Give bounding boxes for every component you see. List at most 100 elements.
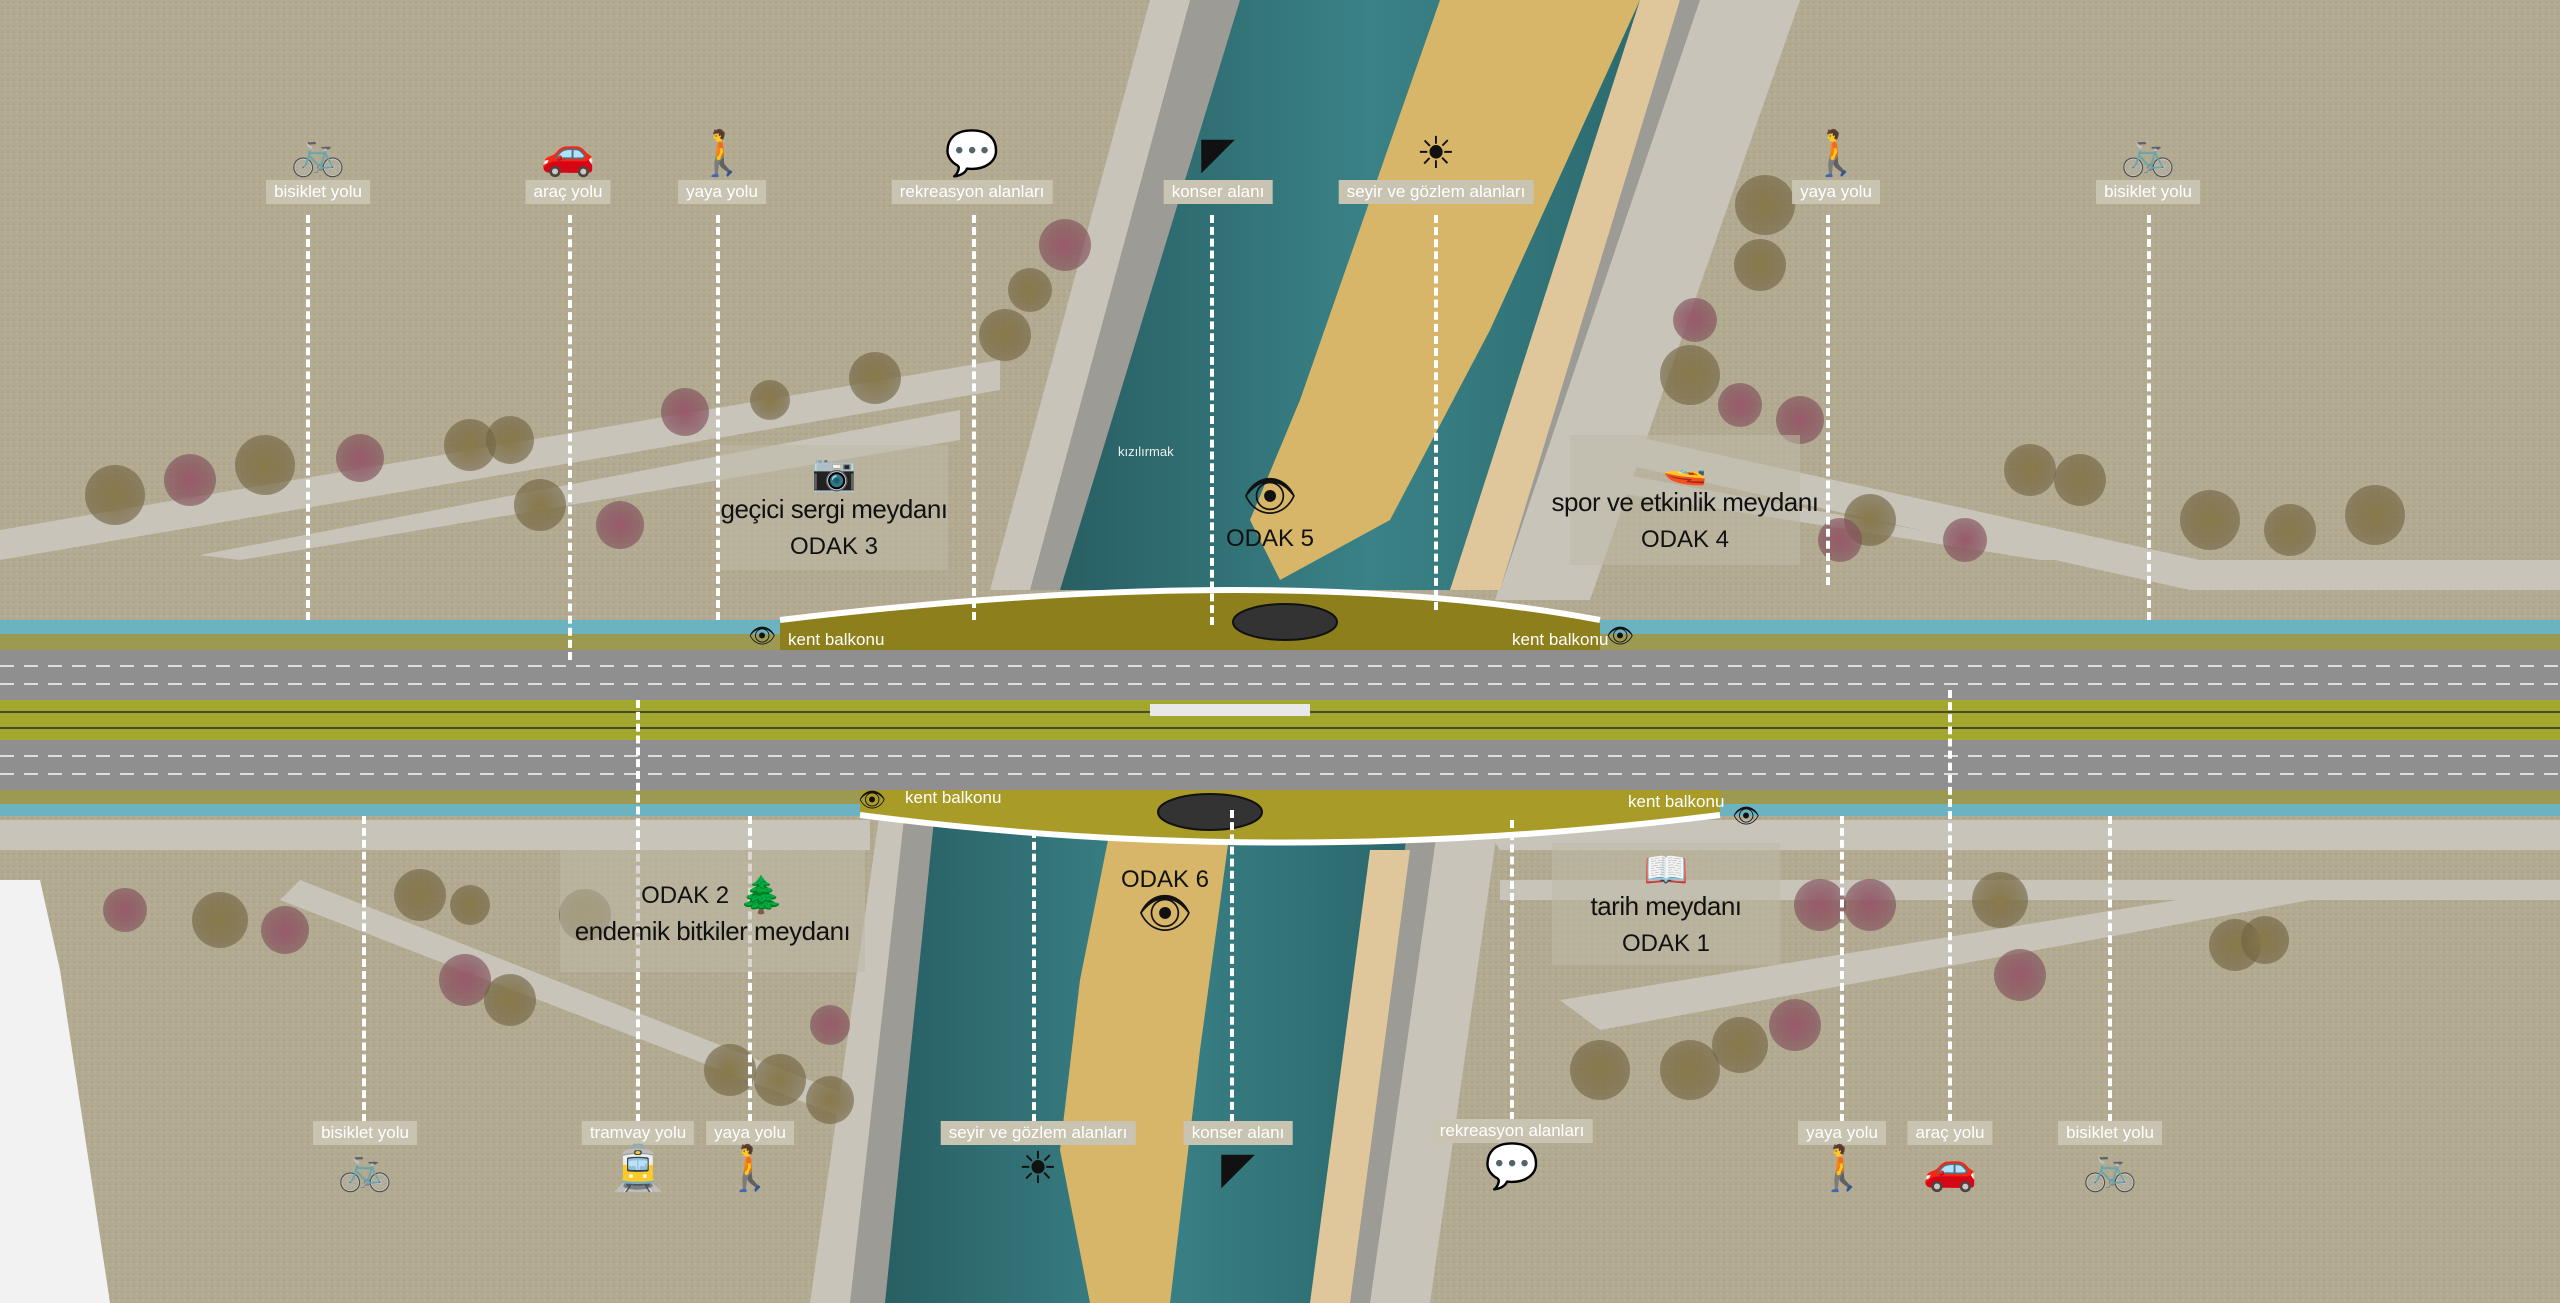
annotation-viewing-north: ☀ seyir ve gözlem alanları — [1338, 128, 1534, 204]
annotation-label: araç yolu — [1907, 1121, 1993, 1145]
annotation-bicycle-path-north-west: 🚲 bisiklet yolu — [266, 130, 370, 204]
balcony-label: kent balkonu — [1628, 792, 1725, 811]
focus-name: ODAK 6 — [1120, 866, 1210, 893]
speech-bubble-icon: 💬 — [944, 128, 1000, 179]
focus-name: ODAK 2 — [641, 881, 730, 909]
leader-line — [2108, 816, 2112, 1122]
bicycle-icon: 🚲 — [290, 128, 346, 179]
balcony-label: kent balkonu — [905, 788, 1002, 807]
annotation-pedestrian-path-south-east: yaya yolu 🚶 — [1798, 1121, 1886, 1195]
focus-area-odak-6: ODAK 6 👁 — [1110, 850, 1220, 950]
tree-icon: 🌲 — [739, 874, 784, 916]
focus-name: ODAK 3 — [789, 533, 879, 560]
camera-icon: 📷 — [811, 453, 857, 494]
balcony-oculus-south — [1157, 793, 1263, 831]
focus-area-odak-1: 📖 tarih meydanı ODAK 1 — [1552, 843, 1780, 965]
sun-icon: ☀ — [1416, 128, 1456, 179]
balcony-label: kent balkonu — [788, 630, 885, 649]
focus-title: endemik bitkiler meydanı — [574, 915, 851, 946]
sun-icon: ☀ — [1018, 1143, 1058, 1194]
focus-name: ODAK 4 — [1640, 525, 1730, 553]
focus-name: ODAK 5 — [1225, 525, 1315, 552]
balcony-north — [780, 590, 1600, 650]
focus-name: ODAK 1 — [1621, 929, 1711, 957]
annotation-label: bisiklet yolu — [266, 180, 370, 204]
focus-area-odak-2: ODAK 2 🌲 endemik bitkiler meydanı — [560, 850, 865, 972]
bicycle-icon: 🚲 — [2120, 128, 2176, 179]
balcony-south — [860, 790, 1720, 843]
leader-line — [362, 816, 366, 1122]
annotation-label: yaya yolu — [706, 1121, 794, 1145]
annotation-label: bisiklet yolu — [313, 1121, 417, 1145]
leader-line — [1510, 820, 1514, 1120]
tram-vehicle — [1150, 704, 1310, 716]
annotation-label: bisiklet yolu — [2058, 1121, 2162, 1145]
annotation-car-path-north: 🚗 araç yolu — [525, 128, 611, 204]
river-label: kızılırmak — [1118, 444, 1174, 459]
annotation-concert-south: konser alanı ◤ — [1183, 1121, 1293, 1195]
annotation-tram-path: tramvay yolu 🚊 — [581, 1121, 695, 1195]
leader-line — [1840, 816, 1844, 1122]
annotation-viewing-south: seyir ve gözlem alanları ☀ — [940, 1121, 1136, 1195]
annotation-label: araç yolu — [525, 180, 611, 204]
annotation-label: yaya yolu — [1798, 1121, 1886, 1145]
annotation-label: bisiklet yolu — [2096, 180, 2200, 204]
leader-line — [972, 215, 976, 620]
annotation-bicycle-path-north-east: 🚲 bisiklet yolu — [2096, 130, 2200, 204]
leader-line — [1032, 830, 1036, 1122]
speech-bubble-icon: 💬 — [1484, 1141, 1540, 1192]
leader-line — [2147, 215, 2151, 620]
leader-line — [716, 215, 720, 620]
focus-area-odak-5: 👁 ODAK 5 — [1215, 460, 1325, 570]
annotation-pedestrian-path-south-west: yaya yolu 🚶 — [706, 1121, 794, 1195]
eye-icon: 👁 — [1732, 804, 1760, 829]
blank-area — [0, 880, 110, 1303]
annotation-concert-north: ◤ konser alanı — [1163, 128, 1273, 204]
concert-seats-icon: ◤ — [1201, 128, 1235, 179]
focus-title: spor ve etkinlik meydanı — [1551, 486, 1819, 517]
eye-icon: 👁 — [1242, 471, 1298, 522]
annotation-label: tramvay yolu — [581, 1121, 695, 1145]
annotation-label: konser alanı — [1163, 180, 1273, 204]
balcony-label: kent balkonu — [1512, 630, 1609, 649]
car-icon: 🚗 — [540, 128, 596, 179]
annotation-label: rekreasyon alanları — [1431, 1119, 1593, 1143]
annotation-bicycle-path-south-west: bisiklet yolu 🚲 — [313, 1121, 417, 1195]
jet-ski-icon: 🚤 — [1662, 445, 1708, 487]
leader-line — [568, 215, 572, 660]
focus-area-odak-4: 🚤 spor ve etkinlik meydanı ODAK 4 — [1552, 435, 1819, 565]
pedestrian-icon: 🚶 — [1814, 1143, 1870, 1194]
sandbar-north — [1250, 0, 1640, 580]
leader-line — [1434, 215, 1438, 610]
leader-line — [306, 215, 310, 620]
tram-icon: 🚊 — [610, 1143, 666, 1194]
road-north — [0, 650, 2560, 700]
annotation-label: yaya yolu — [678, 180, 766, 204]
focus-area-odak-3: 📷 geçici sergi meydanı ODAK 3 — [720, 445, 948, 570]
eye-icon: 👁 — [858, 788, 886, 813]
annotation-recreation-south: rekreasyon alanları 💬 — [1431, 1119, 1593, 1193]
annotation-car-path-south: araç yolu 🚗 — [1907, 1121, 1993, 1195]
bicycle-icon: 🚲 — [337, 1143, 393, 1194]
pedestrian-icon: 🚶 — [694, 128, 750, 179]
annotation-pedestrian-path-north-east: 🚶 yaya yolu — [1792, 130, 1880, 204]
sandbar-south — [1060, 830, 1230, 1303]
leader-line — [1826, 215, 1830, 585]
focus-heading: ODAK 2 🌲 — [641, 874, 784, 916]
pedestrian-icon: 🚶 — [722, 1143, 778, 1194]
pedestrian-icon: 🚶 — [1808, 128, 1864, 179]
balcony-oculus-north — [1232, 603, 1338, 641]
book-icon: 📖 — [1643, 849, 1689, 891]
eye-icon: 👁 — [1606, 624, 1634, 649]
eye-icon: 👁 — [748, 624, 776, 649]
road-south — [0, 740, 2560, 790]
annotation-recreation-north: 💬 rekreasyon alanları — [891, 128, 1053, 204]
bicycle-icon: 🚲 — [2082, 1143, 2138, 1194]
concert-seats-icon: ◤ — [1221, 1143, 1255, 1194]
annotation-label: rekreasyon alanları — [891, 180, 1053, 204]
leader-line — [1210, 215, 1214, 625]
car-icon: 🚗 — [1922, 1143, 1978, 1194]
annotation-label: yaya yolu — [1792, 180, 1880, 204]
